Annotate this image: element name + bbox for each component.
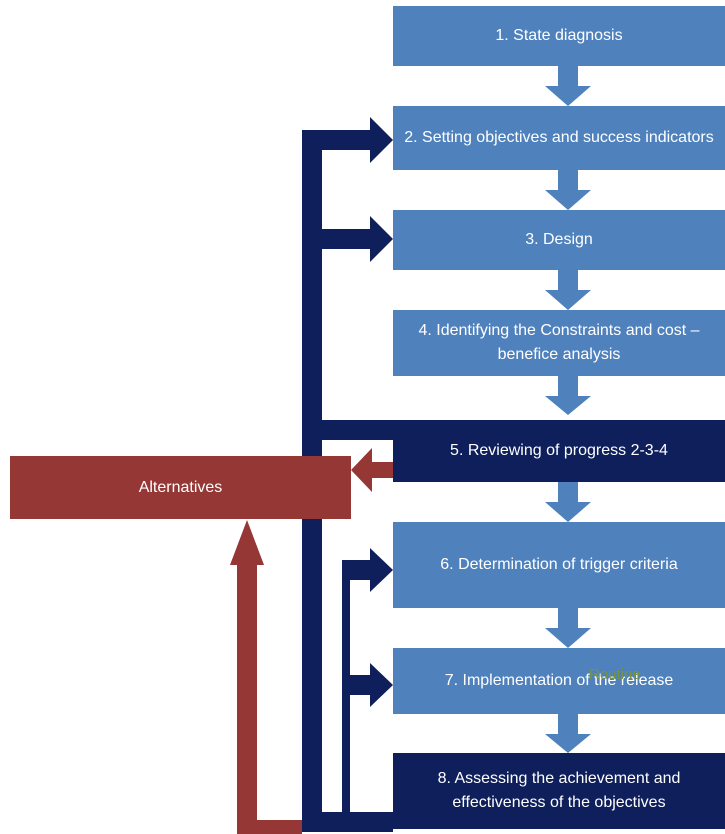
down-arrow-3-4 [545,270,591,310]
step-2-box: 2. Setting objectives and success indica… [393,106,725,170]
step-3-box: 3. Design [393,210,725,270]
review-to-alternatives-arrow [351,448,393,492]
down-arrow-7-8 [545,714,591,753]
step-5-box: 5. Reviewing of progress 2-3-4 [393,420,725,482]
step-8-label: 8. Assessing the achievement and effecti… [437,770,681,811]
down-arrow-6-7 [545,608,591,648]
step-3-label: 3. Design [525,231,593,248]
step-4-label: 4. Identifying the Constraints and cost … [418,322,700,363]
step-6-label: 6. Determination of trigger criteria [440,556,678,573]
alternatives-label: Alternatives [138,478,223,496]
step-7-label: 7. Implementation of the release [444,672,674,689]
down-arrow-1-2 [545,66,591,106]
step-7-box: 7. Implementation of the release [393,648,725,714]
step-1-label: 1. State diagnosis [495,27,623,44]
step-8-box: 8. Assessing the achievement and effecti… [393,753,725,829]
down-arrow-2-3 [545,170,591,210]
step-4-box: 4. Identifying the Constraints and cost … [393,310,725,376]
down-arrow-5-6 [545,482,591,522]
routine-label: Routine [589,666,641,683]
inner-feedback-arrow [342,548,393,812]
alternatives-feedback-arrow [230,520,302,834]
down-arrow-4-5 [545,376,591,415]
down-arrows [545,66,591,753]
step-2-label: 2. Setting objectives and success indica… [404,129,714,146]
main-feedback-arrow [302,117,393,832]
step-6-box: 6. Determination of trigger criteria [393,522,725,608]
step-5-label: 5. Reviewing of progress 2-3-4 [450,442,668,459]
step-1-box: 1. State diagnosis [393,6,725,66]
alternatives-box: Alternatives [10,456,351,519]
